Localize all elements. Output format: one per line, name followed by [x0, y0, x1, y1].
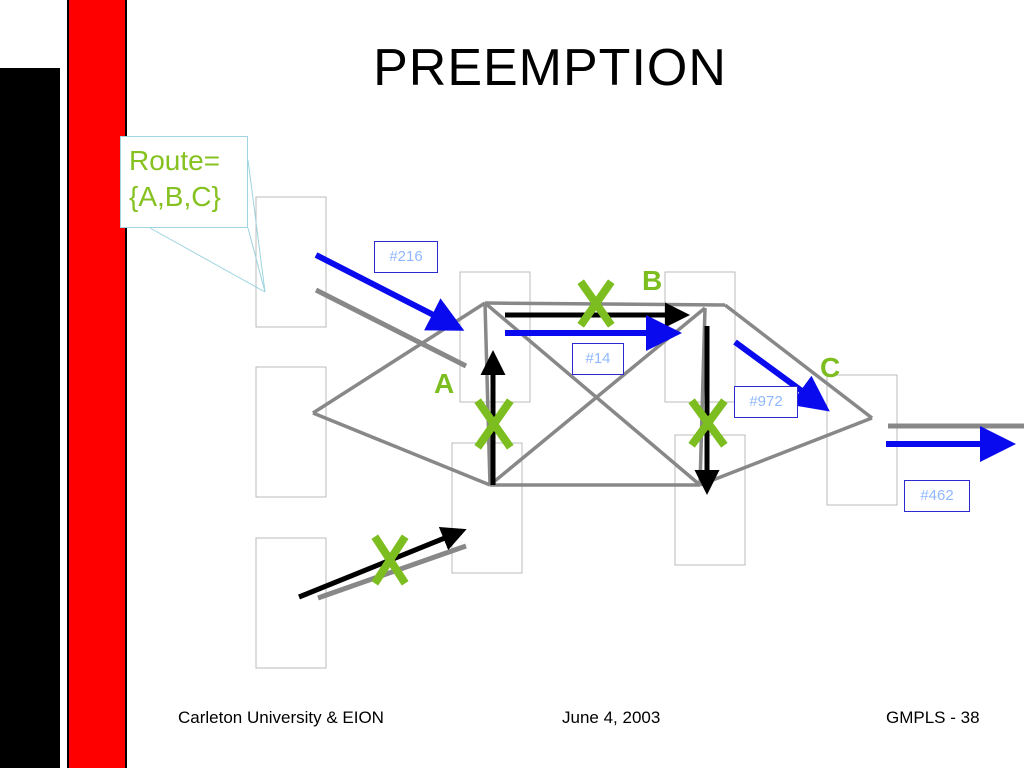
node-label-a: A [434, 368, 455, 399]
device-box-8 [826, 374, 898, 506]
footer-right: GMPLS - 38 [886, 708, 980, 727]
x-mark-b [688, 398, 728, 448]
x-mark-a [474, 398, 514, 450]
left-black-bar [0, 68, 60, 768]
device-box-7 [674, 434, 746, 566]
footer-center: June 4, 2003 [562, 708, 661, 727]
preemption-x-marks [371, 279, 728, 586]
route-callout: Route= {A,B,C} [120, 136, 248, 228]
left-red-bar [67, 0, 127, 768]
device-box-2 [255, 366, 327, 498]
device-box-3 [255, 537, 327, 669]
device-box-5 [451, 442, 523, 574]
x-mark-lower [371, 534, 409, 586]
route-callout-line2: {A,B,C} [129, 181, 221, 212]
footer-left: Carleton University & EION [178, 708, 384, 727]
device-box-1 [255, 196, 327, 328]
node-label-b: B [642, 265, 663, 296]
lsp-tag-972: #972 [734, 386, 798, 418]
new-lsp-arrows [314, 252, 1016, 462]
x-mark-ab [577, 279, 615, 328]
route-callout-line1: Route= [129, 145, 221, 176]
lsp-tag-462: #462 [904, 480, 970, 512]
slide-title: PREEMPTION [373, 39, 727, 97]
lsp-tag-216: #216 [374, 241, 438, 273]
lsp-tag-14: #14 [572, 343, 624, 375]
device-box-6 [664, 271, 736, 403]
node-label-c: C [820, 352, 841, 383]
